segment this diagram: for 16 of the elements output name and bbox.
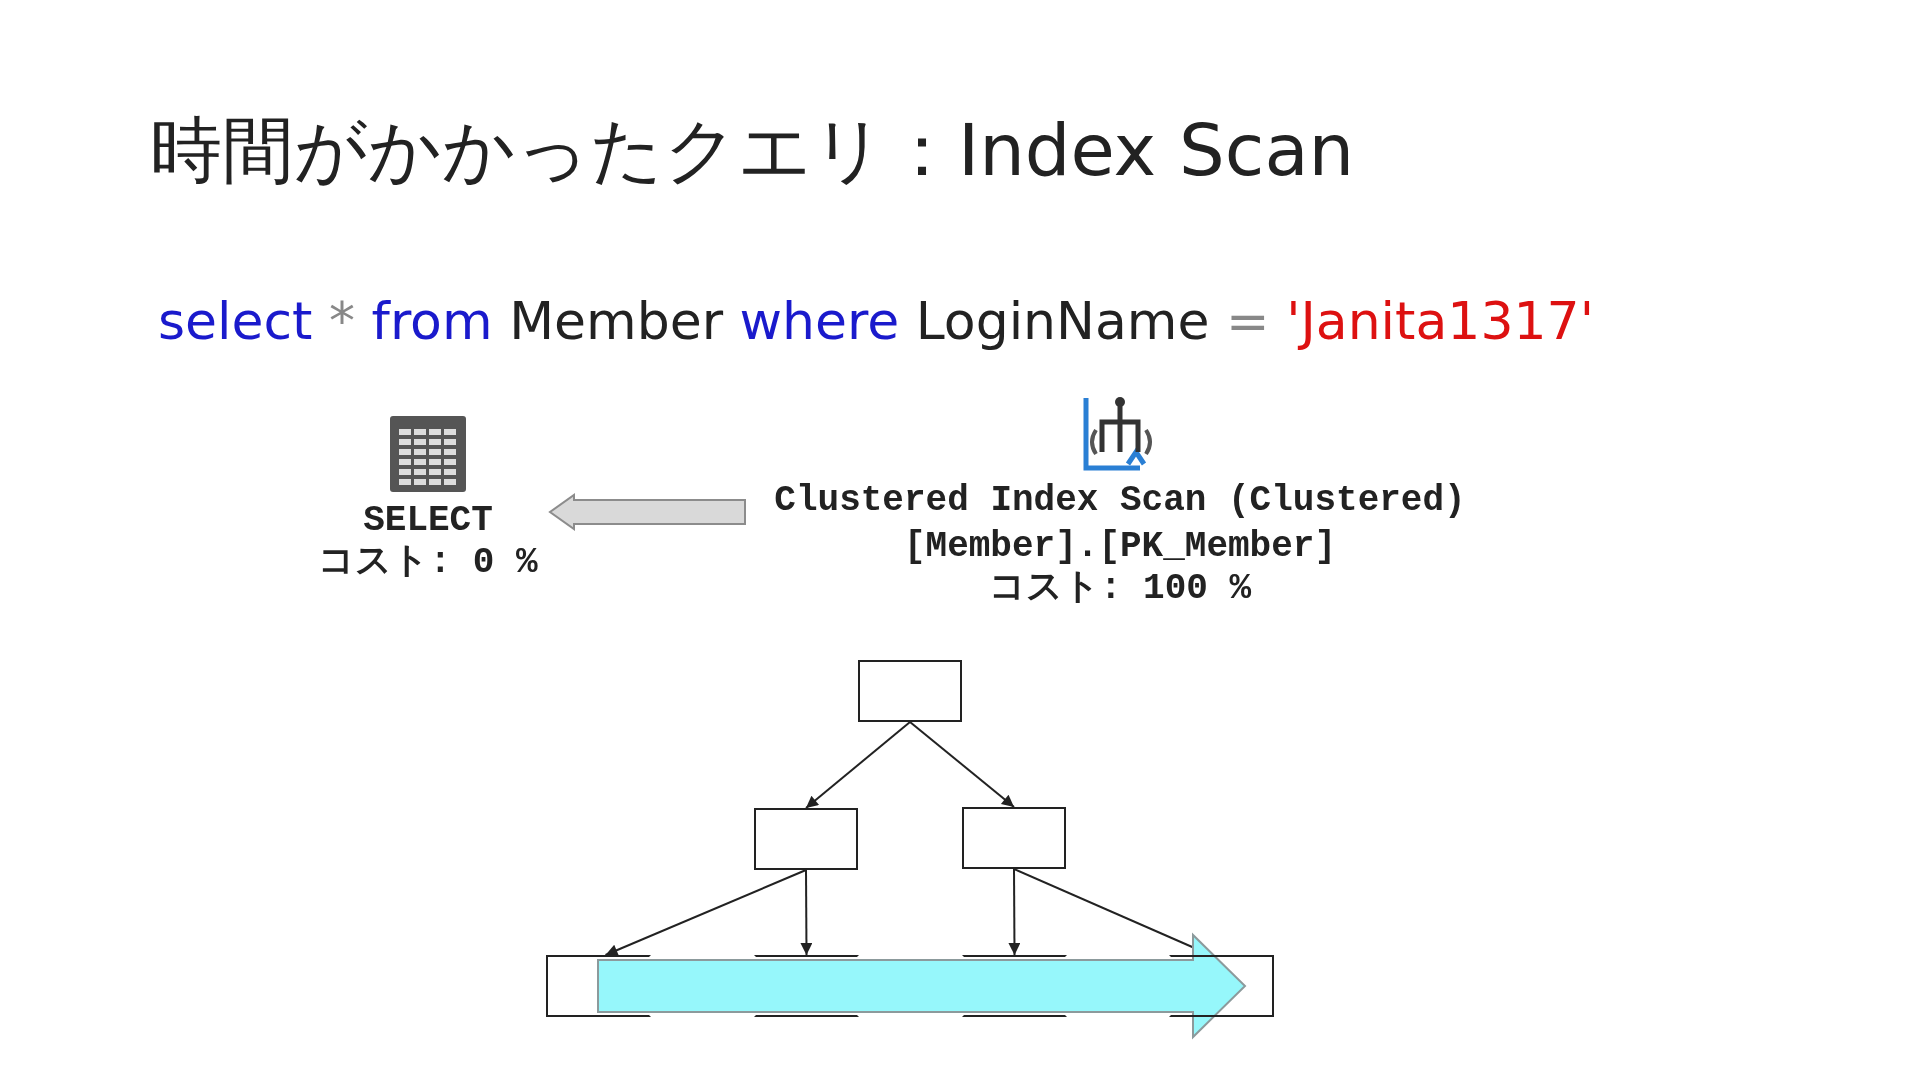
cost-label: コスト: 0 % [318,542,538,584]
operator-name: Clustered Index Scan (Clustered) [773,480,1467,522]
cost-label: コスト: 100 % [987,568,1253,610]
arrow [800,869,813,956]
arrow [1008,868,1021,956]
operator-name: SELECT [362,500,494,542]
tree-node-box [858,660,962,722]
block-arrow [548,493,746,531]
tree-node-box [962,807,1066,869]
slide-title: 時間がかかったクエリ：Index Scan [150,107,1355,194]
arrow [909,721,1015,808]
object-name: [Member].[PK_Member] [902,526,1338,568]
arrow [805,721,911,809]
arrow [604,869,807,956]
sql-query: select * from Member where LoginName = 'Janita1317' [158,290,1594,352]
tree-node-box [754,808,858,870]
